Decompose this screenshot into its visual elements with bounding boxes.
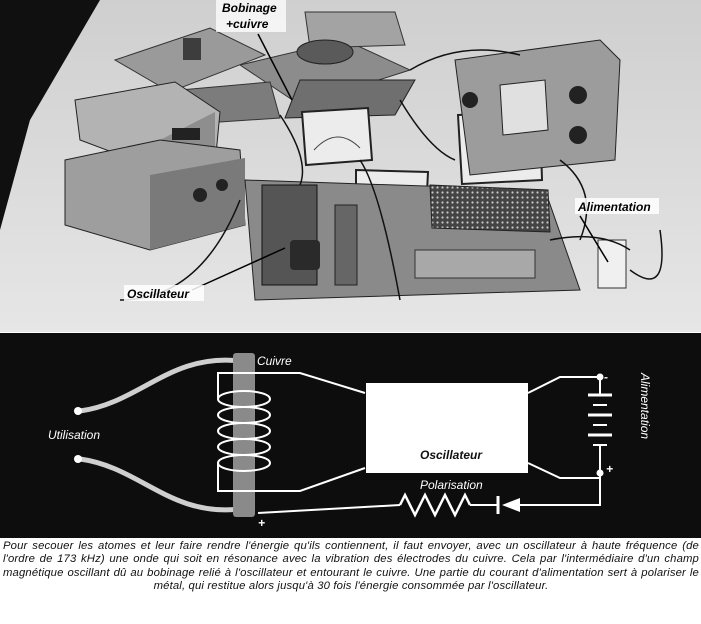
coil-component	[290, 240, 320, 270]
oscillator-box	[366, 383, 528, 473]
knob-icon	[193, 188, 207, 202]
polarization-label: Polarisation	[420, 478, 483, 492]
knob-icon	[569, 126, 587, 144]
copper-rod	[233, 353, 255, 517]
wire	[409, 49, 521, 71]
power-supply-label: Alimentation	[577, 200, 651, 214]
wire	[629, 229, 663, 280]
terminal-dot	[74, 455, 82, 463]
connector-block	[597, 239, 627, 289]
coil-label-line2: +cuivre	[226, 17, 269, 31]
wire	[549, 235, 631, 251]
minus-sign: -	[604, 370, 608, 384]
oscillator-label: Oscillateur	[127, 287, 190, 301]
terminal-dot	[74, 407, 82, 415]
use-label: Utilisation	[48, 428, 100, 442]
meter-scale	[313, 136, 361, 151]
circuit-diagram: Cuivre Utilisation Oscillateur Polarisat…	[0, 333, 701, 538]
knob-icon	[216, 179, 228, 191]
equipment-photo: Bobinage +cuivre Alimentation Oscillateu…	[0, 0, 701, 332]
diode-icon	[490, 496, 520, 514]
circuit-board	[284, 79, 416, 119]
oscillator-label-pointer	[191, 247, 286, 291]
power-supply-label: Alimentation	[638, 372, 652, 439]
coil-label-line1: Bobinage	[222, 1, 277, 15]
label-background	[575, 198, 659, 214]
wire	[399, 99, 456, 161]
copper-label: Cuivre	[257, 354, 292, 368]
instrument-display	[499, 79, 549, 136]
coil-label-pointer	[257, 33, 293, 101]
display-panel	[172, 128, 200, 140]
label-background	[216, 0, 286, 32]
coil-winding	[217, 372, 366, 492]
wire	[279, 114, 304, 186]
output-lead-top	[79, 357, 241, 414]
perfboard	[429, 184, 551, 233]
component	[334, 204, 358, 286]
output-lead-bottom	[79, 456, 241, 513]
resistor-icon	[398, 492, 472, 518]
coil-assembly	[296, 39, 354, 65]
battery-icon	[588, 377, 612, 473]
plus-sign-right: +	[606, 462, 613, 476]
knob-icon	[569, 86, 587, 104]
oscillator-label: Oscillateur	[420, 448, 483, 462]
diagram-background	[0, 333, 701, 538]
component	[183, 38, 201, 60]
wire	[359, 159, 401, 301]
circuit-board	[304, 11, 406, 49]
label-background	[124, 285, 204, 301]
wire	[559, 159, 588, 241]
circuit-board	[414, 249, 536, 279]
figure-caption: Pour secouer les atomes et leur faire re…	[3, 540, 699, 592]
supply-wiring	[257, 376, 601, 514]
knob-icon	[462, 92, 478, 108]
plus-sign-bottom: +	[258, 516, 265, 530]
power-label-pointer	[579, 215, 609, 263]
